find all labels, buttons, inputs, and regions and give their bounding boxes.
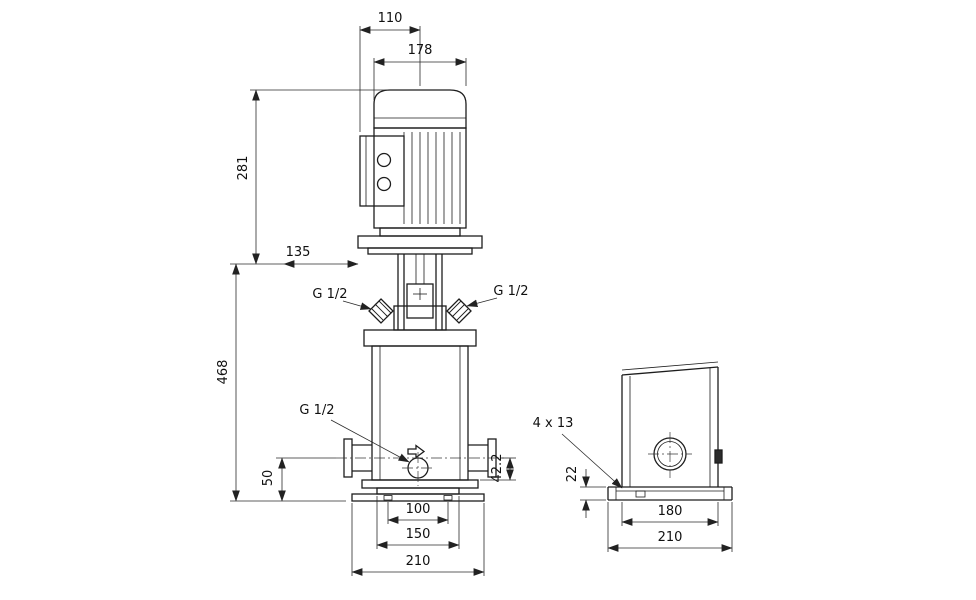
- dim-150-label: 150: [406, 527, 431, 542]
- dim-178: 178: [373, 43, 467, 100]
- dim-22-label: 22: [565, 466, 580, 483]
- side-base: [607, 486, 733, 501]
- dim-135: 135: [230, 245, 359, 268]
- dim-180: 180: [621, 502, 719, 526]
- front-view: [343, 89, 497, 502]
- flow-arrow-icon: [407, 444, 426, 459]
- side-clamp-detail: [714, 449, 723, 464]
- motor-flange: [357, 227, 483, 255]
- label-g12-drain: G 1/2: [299, 403, 410, 463]
- side-casing: [621, 361, 723, 487]
- dim-210-front: 210: [351, 503, 485, 576]
- bolt-holes-label: 4 x 13: [533, 416, 574, 431]
- dim-210-front-label: 210: [406, 554, 431, 569]
- motor: [373, 89, 467, 229]
- dim-42-2: 42.2: [480, 454, 516, 483]
- dim-135-label: 135: [286, 245, 311, 260]
- dim-110: 110: [359, 11, 421, 132]
- port-boss-left: [368, 298, 394, 324]
- dim-22: 22: [565, 466, 606, 518]
- base-bolt-slot: [635, 490, 646, 498]
- dim-281-label: 281: [236, 156, 251, 181]
- label-g12-top-right: G 1/2: [466, 284, 529, 308]
- dim-210-side: 210: [607, 502, 733, 552]
- terminal-box: [359, 135, 405, 207]
- port-g12-right-label: G 1/2: [493, 284, 528, 299]
- pump-base: [351, 479, 485, 502]
- drain-g12-label: G 1/2: [299, 403, 334, 418]
- port-g12-left-label: G 1/2: [312, 287, 347, 302]
- dim-100-label: 100: [406, 502, 431, 517]
- dim-150: 150: [376, 496, 460, 549]
- dim-178-label: 178: [408, 43, 433, 58]
- dim-468-label: 468: [216, 360, 231, 385]
- dim-50: 50: [261, 457, 336, 502]
- dim-180-label: 180: [658, 504, 683, 519]
- dim-50-label: 50: [261, 470, 276, 487]
- dim-100: 100: [387, 502, 449, 524]
- label-bolt-holes: 4 x 13: [533, 416, 623, 489]
- dim-210-side-label: 210: [658, 530, 683, 545]
- pump-head: [363, 254, 477, 347]
- dim-42-2-label: 42.2: [490, 454, 505, 483]
- label-g12-top-left: G 1/2: [312, 287, 372, 310]
- side-view: [607, 361, 733, 501]
- pump-sleeve: [371, 345, 469, 481]
- dim-468: 468: [216, 263, 346, 502]
- dim-281: 281: [236, 89, 388, 265]
- dim-110-label: 110: [378, 11, 403, 26]
